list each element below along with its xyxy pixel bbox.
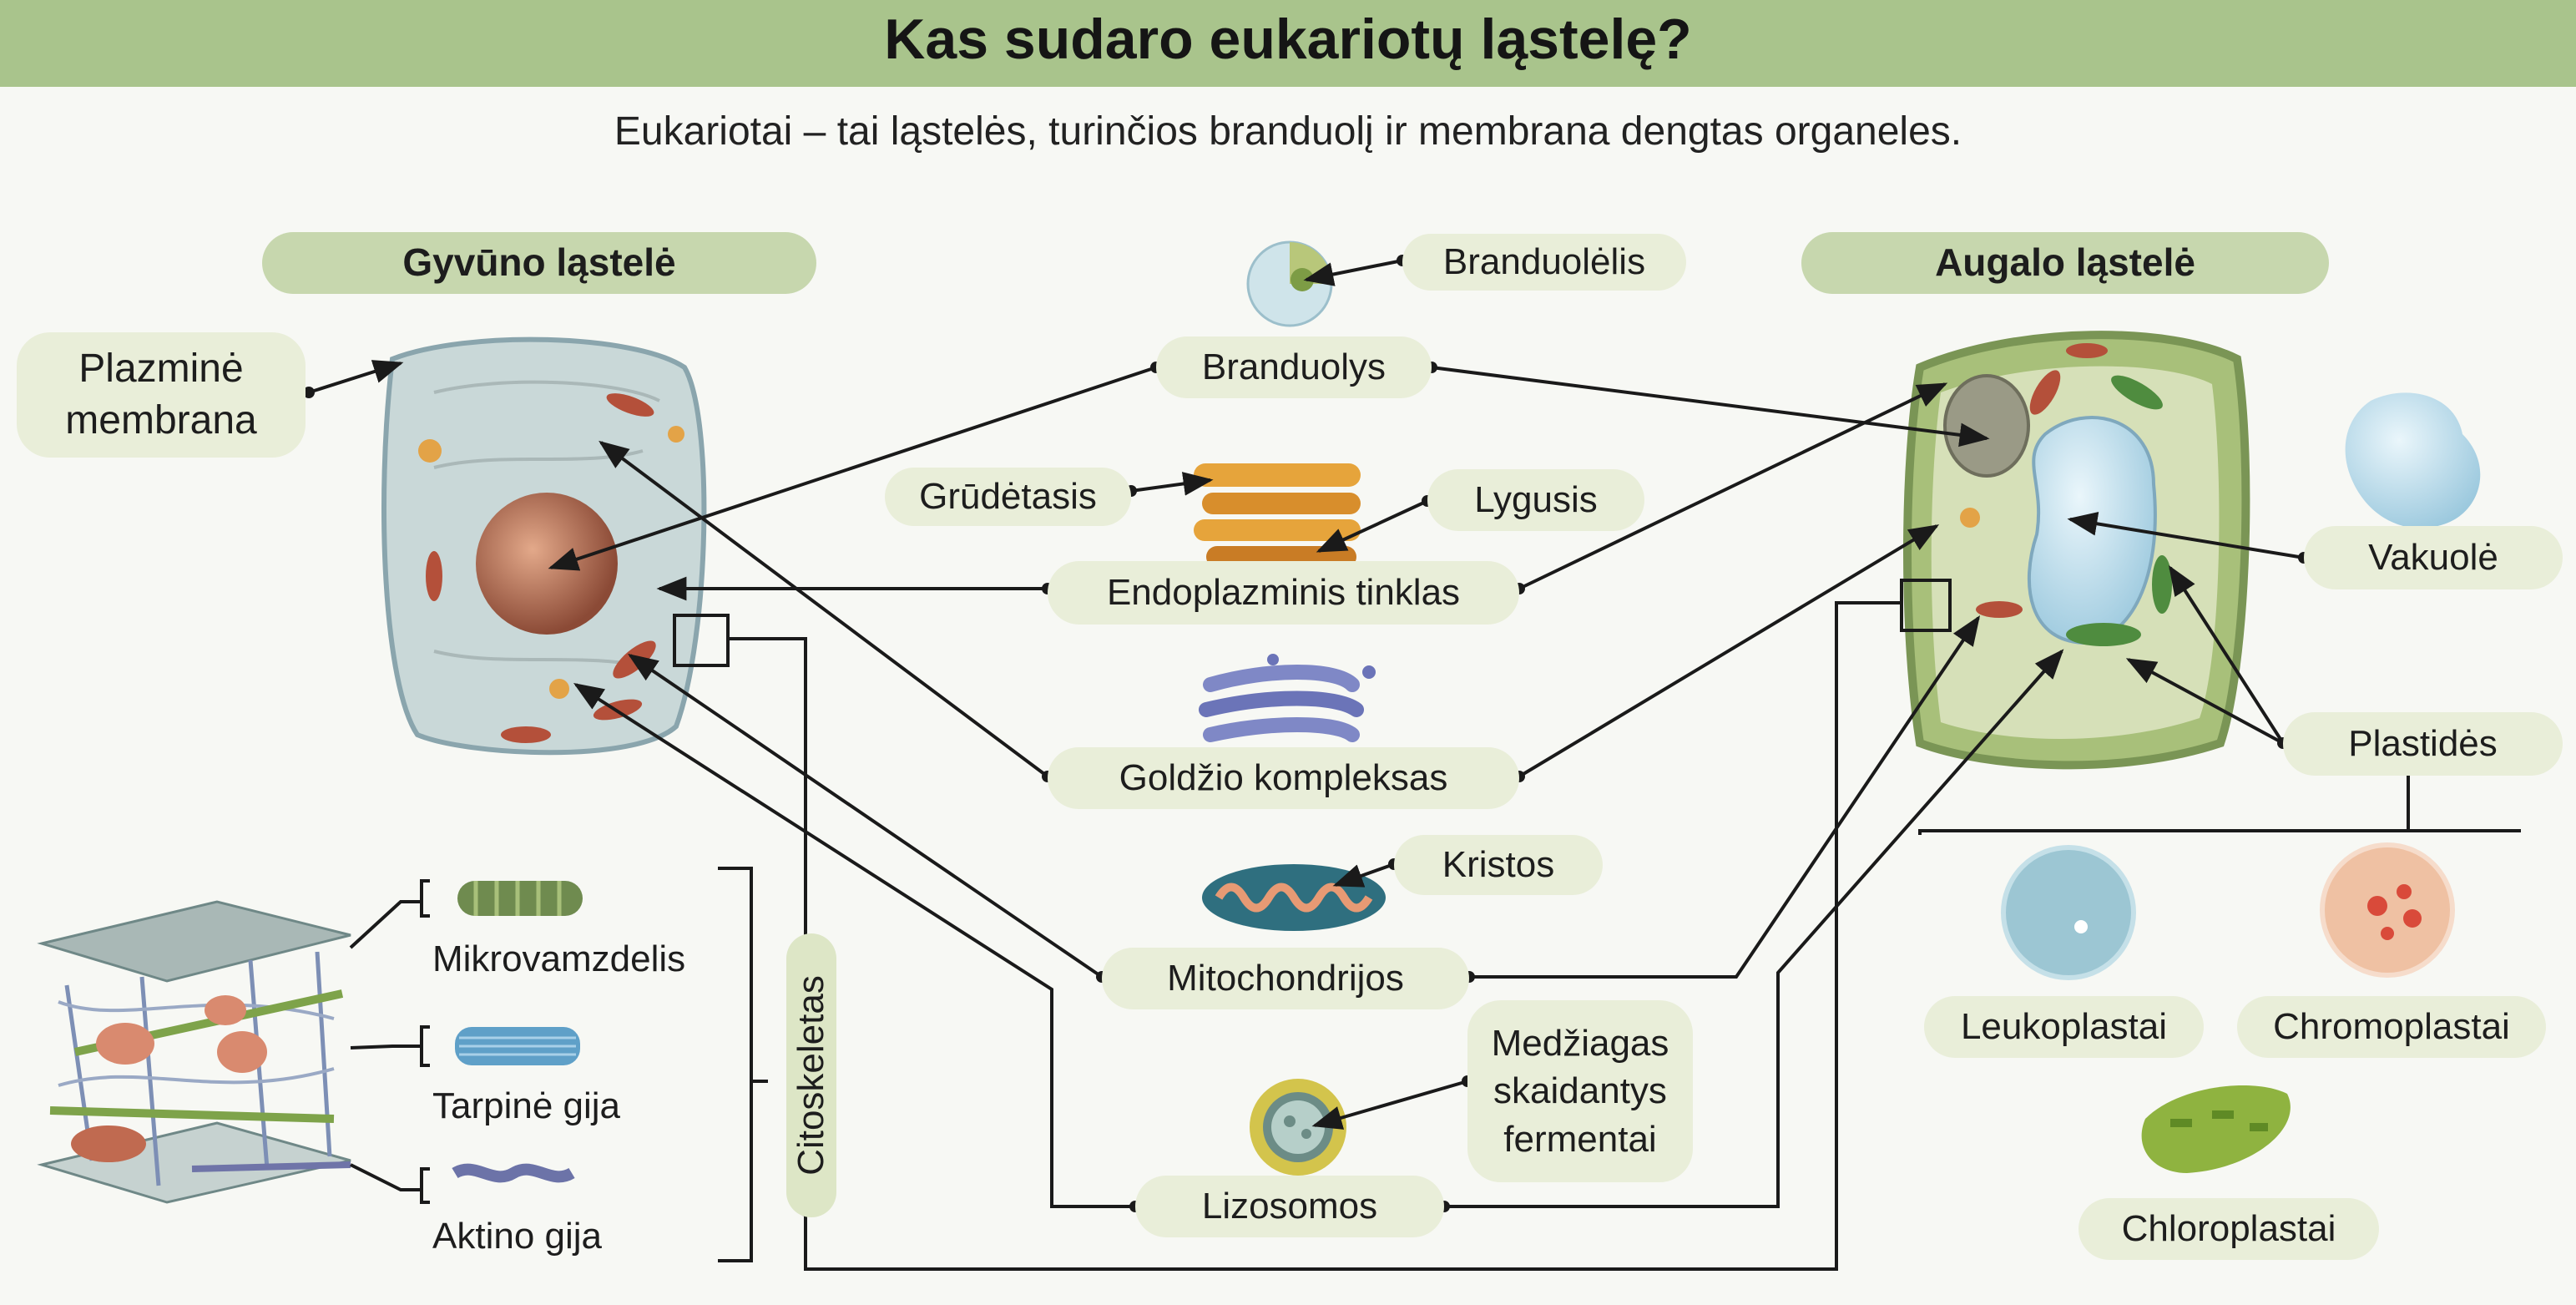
- enzymes-line3: fermentai: [1503, 1118, 1657, 1160]
- chromoplasts-label: Chromoplastai: [2237, 996, 2546, 1058]
- title-bar: [0, 0, 2576, 87]
- enzymes-label: Medžiagas skaidantys fermentai: [1467, 1000, 1693, 1182]
- cristae-label: Kristos: [1394, 835, 1603, 895]
- leukoplasts-label: Leukoplastai: [1924, 996, 2204, 1058]
- chromoplast-illustration: [2320, 842, 2455, 978]
- cytoskeleton-label: Citoskeletas: [790, 975, 831, 1176]
- er-label: Endoplazminis tinklas: [1048, 561, 1519, 625]
- golgi-label: Goldžio kompleksas: [1048, 747, 1519, 809]
- lysosomes-label: Lizosomos: [1135, 1176, 1444, 1237]
- plant-cell-header: Augalo ląstelė: [1801, 232, 2329, 294]
- chloroplasts-label: Chloroplastai: [2078, 1198, 2379, 1260]
- vacuole-label: Vakuolė: [2304, 526, 2563, 589]
- enzymes-line2: skaidantys: [1493, 1070, 1667, 1112]
- animal-cell-header: Gyvūno ląstelė: [262, 232, 816, 294]
- microtubule-label: Mikrovamzdelis: [432, 938, 686, 979]
- actin-filament-illustration: [452, 1163, 575, 1183]
- nucleus-label: Branduolys: [1156, 336, 1432, 398]
- rough-er-label: Grūdėtasis: [885, 468, 1131, 526]
- cytoskeleton-label-pill: Citoskeletas: [786, 933, 836, 1217]
- plasma-membrane-label: Plazminė membrana: [17, 332, 306, 458]
- smooth-er-label: Lygusis: [1427, 469, 1644, 531]
- plasma-membrane-line2: membrana: [65, 398, 257, 443]
- animal-nucleus-shape: [476, 493, 618, 635]
- intermediate-filament-label: Tarpinė gija: [432, 1085, 621, 1126]
- plastids-label: Plastidės: [2283, 712, 2563, 776]
- mitochondrion-illustration: [1202, 864, 1386, 931]
- nucleolus-label: Branduolėlis: [1402, 234, 1686, 291]
- leukoplast-illustration: [2001, 845, 2136, 980]
- cytoskeleton-illustration: [37, 900, 351, 1204]
- animal-cell-illustration: [381, 336, 707, 756]
- golgi-illustration: [1199, 654, 1376, 742]
- chloroplast-illustration: [2141, 1085, 2291, 1173]
- page-subtitle: Eukariotai – tai ląstelės, turinčios bra…: [614, 109, 1962, 154]
- plant-cell-illustration: [1903, 331, 2250, 770]
- mitochondria-label: Mitochondrijos: [1102, 948, 1469, 1009]
- page-title: Kas sudaro eukariotų ląstelę?: [884, 8, 1692, 71]
- lysosome-illustration: [1250, 1079, 1346, 1176]
- actin-filament-label: Aktino gija: [432, 1216, 603, 1257]
- enzymes-line1: Medžiagas: [1491, 1023, 1669, 1065]
- microtubule-illustration: [457, 881, 583, 916]
- rough-er-illustration: [1194, 463, 1361, 568]
- vacuole-illustration: [2345, 392, 2481, 529]
- plasma-membrane-line1: Plazminė: [78, 346, 244, 391]
